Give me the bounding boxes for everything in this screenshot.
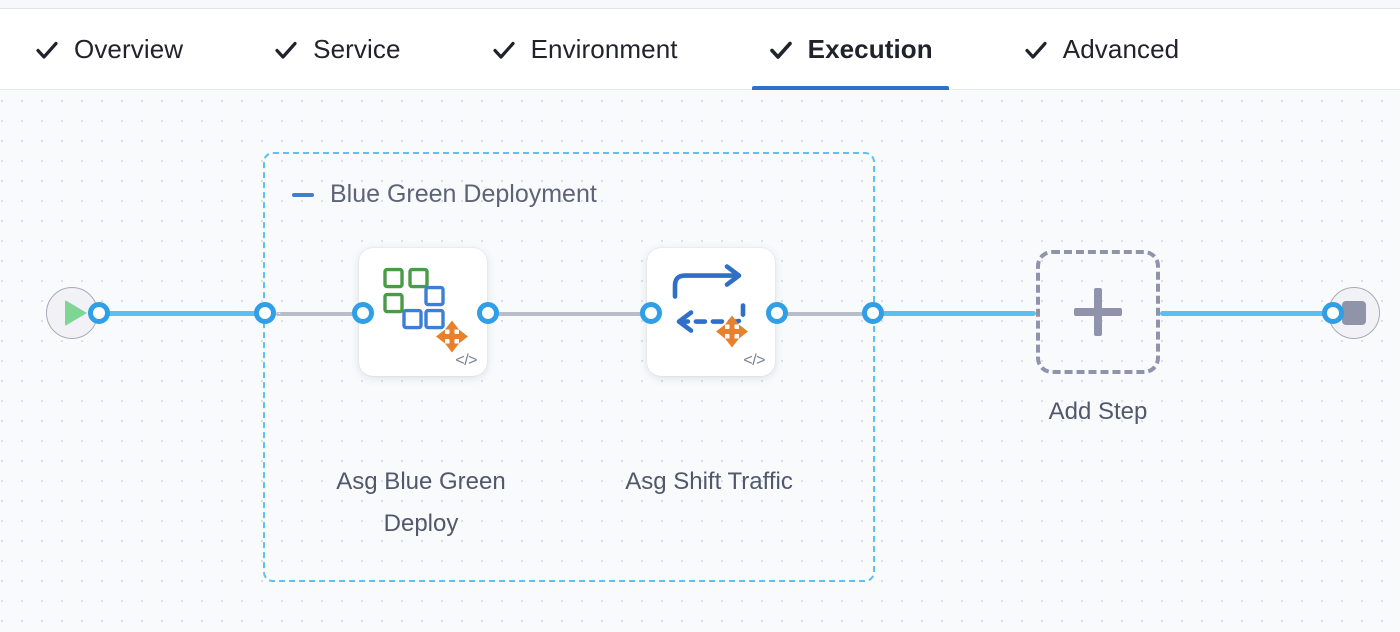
check-icon (273, 37, 299, 63)
minus-icon[interactable] (290, 182, 316, 208)
pipeline-start-node[interactable] (46, 287, 98, 339)
step-node-asg-blue-green-deploy[interactable]: </> (359, 248, 487, 376)
stage-group-header: Blue Green Deployment (290, 180, 597, 209)
tab-overview[interactable]: Overview (34, 10, 207, 90)
edge-group-to-add-step (876, 311, 1036, 316)
port-group-output[interactable] (862, 302, 884, 324)
step-node-asg-shift-traffic[interactable]: </> (647, 248, 775, 376)
check-icon (34, 37, 60, 63)
edge-start-to-group (98, 311, 268, 316)
port-step-2-input[interactable] (640, 302, 662, 324)
check-icon (491, 37, 517, 63)
port-group-input[interactable] (254, 302, 276, 324)
asg-shift-traffic-icon (665, 262, 757, 359)
port-step-1-input[interactable] (352, 302, 374, 324)
tab-label: Environment (530, 34, 678, 64)
edge-step-2-to-group-exit (782, 312, 872, 316)
pipeline-step-tabs: Overview Service Environment Execution A (0, 10, 1400, 91)
plus-icon (1074, 288, 1122, 336)
tab-service[interactable]: Service (273, 10, 424, 90)
check-icon (768, 37, 794, 63)
port-start-output[interactable] (88, 302, 110, 324)
edge-step-1-to-step-2 (494, 312, 650, 316)
tab-label: Advanced (1062, 34, 1180, 64)
pipeline-canvas[interactable]: Blue Green Deployment (0, 90, 1400, 632)
check-icon (1023, 37, 1049, 63)
step-node-label: Asg Blue Green Deploy (336, 468, 506, 537)
stop-icon (1342, 301, 1366, 325)
tab-label: Service (313, 34, 401, 64)
tab-environment[interactable]: Environment (491, 10, 702, 90)
port-step-1-output[interactable] (477, 302, 499, 324)
asg-blue-green-deploy-icon (377, 262, 469, 359)
tab-advanced[interactable]: Advanced (1023, 10, 1203, 90)
code-badge-icon: </> (455, 352, 477, 369)
play-icon (64, 300, 87, 326)
edge-group-to-step-1 (276, 312, 362, 316)
add-step-label: Add Step (1048, 398, 1148, 425)
top-strip (0, 0, 1400, 9)
port-end-input[interactable] (1322, 302, 1344, 324)
tab-label: Execution (807, 34, 933, 64)
stage-group-title: Blue Green Deployment (330, 180, 597, 208)
step-node-label: Asg Shift Traffic (625, 468, 793, 495)
add-step-button[interactable] (1036, 250, 1160, 374)
code-badge-icon: </> (743, 352, 765, 369)
tab-label: Overview (74, 34, 184, 64)
edge-add-step-to-end (1160, 311, 1330, 316)
port-step-2-output[interactable] (766, 302, 788, 324)
tab-execution[interactable]: Execution (751, 10, 957, 91)
stage-group-blue-green-deployment[interactable]: Blue Green Deployment (263, 152, 875, 582)
